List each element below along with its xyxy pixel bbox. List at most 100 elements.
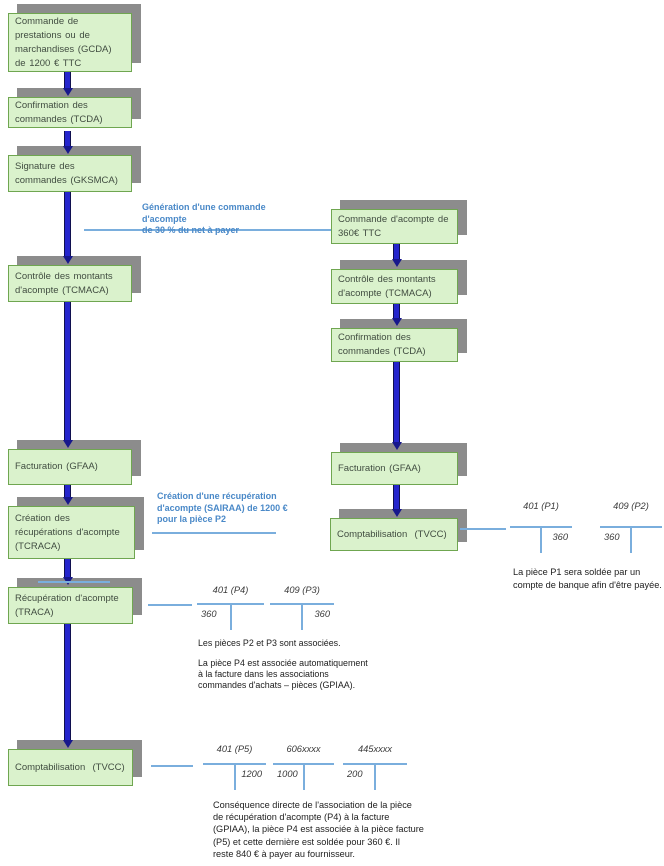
- note-line: compte de banque afin d'être payée.: [513, 580, 662, 590]
- box-signature-gksmca: Signature des commandes (GKSMCA): [8, 155, 132, 192]
- t-account-409-p3: 409 (P3) 360: [270, 584, 334, 630]
- t-account-body: 1200: [203, 765, 266, 790]
- box-recuperation-traca: Récupération d'acompte (TRACA): [8, 587, 133, 624]
- note-line: Conséquence directe de l'association de …: [213, 800, 412, 810]
- t-account-stem: [374, 765, 376, 790]
- down-arrow-icon: [393, 304, 400, 318]
- box-label: Confirmation des commandes (TCDA): [338, 332, 426, 357]
- t-account-title: 401 (P5): [216, 744, 253, 754]
- box-confirmation-tcda-right: Confirmation des commandes (TCDA): [331, 328, 458, 362]
- t-account-body: 360: [270, 605, 334, 630]
- t-account-bar: [343, 763, 407, 765]
- t-account-stem: [229, 605, 232, 630]
- note-line: (GPIAA), la pièce P4 est associée à la p…: [213, 824, 424, 835]
- t-account-title: 409 (P3): [284, 585, 320, 595]
- t-account-credit: 1200: [241, 769, 262, 779]
- note-p2-p3-associees: Les pièces P2 et P3 sont associées.: [198, 638, 428, 649]
- t-account-title: 445xxxx: [357, 744, 393, 754]
- note-line: de récupération d'acompte (P4) à la fact…: [213, 812, 390, 823]
- box-label: Comptabilisation (TVCC): [337, 528, 447, 540]
- t-account-bar: [510, 526, 572, 528]
- t-account-debit: 360: [604, 532, 620, 542]
- box-label: Contrôle des montants d'acompte (TCMACA): [15, 270, 117, 296]
- annotation-line: Génération d'une commande d'acompte: [142, 202, 266, 224]
- box-controle-tcmaca: Contrôle des montants d'acompte (TCMACA): [8, 265, 132, 302]
- note-p1-soldee: La pièce P1 sera soldée par un compte de…: [513, 566, 664, 592]
- down-arrow-icon: [64, 559, 71, 577]
- box-label: Commande de prestations ou de marchandis…: [15, 15, 116, 69]
- t-account-title: 401 (P4): [212, 585, 249, 595]
- note-consequence: Conséquence directe de l'association de …: [213, 799, 453, 860]
- t-account-bar: [270, 603, 334, 605]
- box-label: Facturation (GFAA): [15, 461, 98, 472]
- down-arrow-icon: [393, 244, 400, 259]
- t-account-bar: [273, 763, 334, 765]
- down-arrow-icon: [64, 192, 71, 256]
- note-line: (P5) et cette dernière est soldée pour 3…: [213, 836, 400, 847]
- note-p4-association: La pièce P4 est associée automatiquement…: [198, 658, 428, 690]
- box-label: Facturation (GFAA): [338, 462, 421, 474]
- annotation-line: de 30 % du net à payer: [142, 225, 240, 235]
- annotation-line: Création d'une récupération: [157, 491, 277, 501]
- t-account-stem: [540, 528, 542, 553]
- box-commande-gcda: Commande de prestations ou de marchandis…: [8, 13, 132, 72]
- t-account-409-p2: 409 (P2) 360: [600, 500, 662, 553]
- box-label: Récupération d'acompte (TRACA): [15, 592, 123, 618]
- connector-line-invoice-accounts: [460, 528, 506, 530]
- t-account-bar: [600, 526, 662, 528]
- note-line: Les pièces P2 et P3 sont associées.: [198, 638, 341, 648]
- box-label: Contrôle des montants d'acompte (TCMACA): [338, 273, 440, 299]
- annotation-generation: Génération d'une commande d'acompte de 3…: [142, 202, 312, 237]
- t-account-title: 409 (P2): [613, 501, 649, 511]
- box-label: Confirmation des commandes (TCDA): [15, 99, 103, 125]
- t-account-401-p5: 401 (P5) 1200: [203, 743, 266, 790]
- t-account-body: 360: [510, 528, 572, 553]
- t-account-606xxxx: 606xxxx 1000: [273, 743, 334, 790]
- box-creation-tcraca: Création des récupérations d'acompte (TC…: [8, 506, 135, 559]
- t-account-body: 1000: [273, 765, 334, 790]
- box-facturation-gfaa: Facturation (GFAA): [8, 449, 132, 485]
- t-account-stem: [630, 528, 632, 553]
- annotation-line: pour la pièce P2: [157, 514, 227, 524]
- t-account-401-p4: 401 (P4) 360: [197, 584, 264, 630]
- down-arrow-icon: [64, 131, 71, 146]
- connector-line-recuperation: [152, 532, 276, 534]
- note-line: commandes d'achats – pièces (GPIAA).: [198, 679, 356, 690]
- down-arrow-icon: [393, 485, 400, 509]
- t-account-bar: [197, 603, 264, 605]
- box-label: Création des récupérations d'acompte (TC…: [15, 512, 124, 552]
- box-comptabilisation-tvcc-right: Comptabilisation (TVCC): [330, 518, 458, 551]
- note-line: La pièce P4 est associée automatiquement: [198, 658, 368, 668]
- t-account-body: 200: [343, 765, 407, 790]
- t-account-debit: 1000: [277, 769, 298, 779]
- down-arrow-icon: [64, 485, 71, 497]
- connector-line-final-accounts: [151, 765, 193, 767]
- t-account-445xxxx: 445xxxx 200: [343, 743, 407, 790]
- box-commande-acompte: Commande d'acompte de 360€ TTC: [331, 209, 458, 244]
- annotation-line: d'acompte (SAIRAA) de 1200 €: [157, 502, 288, 513]
- t-account-stem: [233, 765, 236, 790]
- box-label: Comptabilisation (TVCC): [15, 761, 125, 773]
- box-confirmation-tcda: Confirmation des commandes (TCDA): [8, 97, 132, 128]
- down-arrow-icon: [64, 624, 71, 740]
- box-comptabilisation-tvcc: Comptabilisation (TVCC): [8, 749, 133, 786]
- note-line: La pièce P1 sera soldée par un: [513, 567, 641, 577]
- box-label: Commande d'acompte de 360€ TTC: [338, 213, 453, 239]
- t-account-debit: 200: [347, 769, 363, 779]
- t-account-bar: [203, 763, 266, 765]
- box-facturation-gfaa-right: Facturation (GFAA): [331, 452, 458, 485]
- note-line: à la facture dans les associations: [198, 668, 329, 679]
- connector-line-traca: [38, 581, 110, 583]
- connector-line-recovery-accounts: [148, 604, 192, 606]
- t-account-stem: [302, 765, 305, 790]
- t-account-stem: [301, 605, 303, 630]
- down-arrow-icon: [64, 302, 71, 440]
- down-arrow-icon: [393, 362, 400, 442]
- annotation-recuperation: Création d'une récupération d'acompte (S…: [157, 491, 297, 526]
- t-account-credit: 360: [552, 532, 568, 542]
- note-line: reste 840 € à payer au fournisseur.: [213, 848, 355, 859]
- down-arrow-icon: [64, 72, 71, 88]
- t-account-debit: 360: [201, 609, 217, 619]
- box-label: Signature des commandes (GKSMCA): [15, 160, 118, 186]
